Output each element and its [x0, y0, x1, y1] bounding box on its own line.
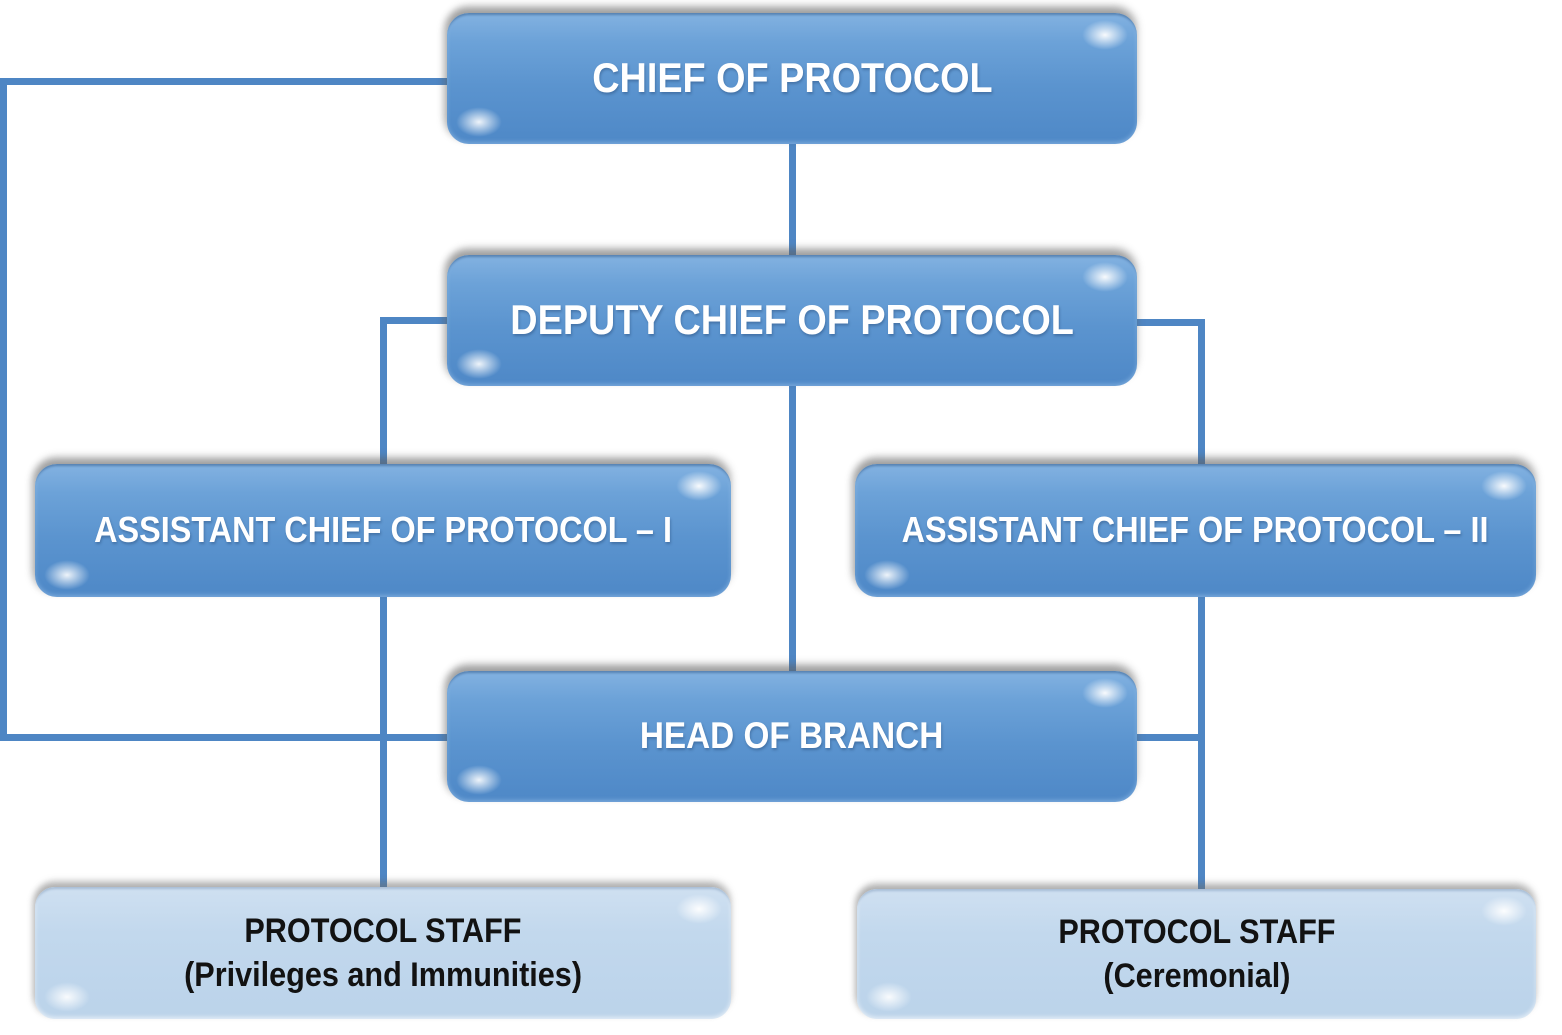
connector-assistant2-to-staff2 [1198, 596, 1205, 890]
node-assistant-2-label: ASSISTANT CHIEF OF PROTOCOL – II [902, 509, 1489, 551]
node-staff-2-title: PROTOCOL STAFF [1057, 912, 1336, 951]
node-chief-of-protocol: CHIEF OF PROTOCOL [447, 13, 1137, 144]
node-chief-label: CHIEF OF PROTOCOL [591, 54, 993, 102]
node-deputy-label: DEPUTY CHIEF OF PROTOCOL [510, 296, 1074, 344]
node-head-of-branch: HEAD OF BRANCH [447, 671, 1137, 802]
connector-deputy-to-head [789, 385, 796, 672]
connector-deputy-to-assistant1-v [380, 317, 387, 465]
node-staff-1-subtitle: (Privileges and Immunities) [184, 956, 582, 994]
node-protocol-staff-privileges: PROTOCOL STAFF (Privileges and Immunitie… [35, 887, 731, 1019]
node-assistant-chief-1: ASSISTANT CHIEF OF PROTOCOL – I [35, 464, 731, 597]
connector-head-to-staff2-line [1136, 734, 1203, 741]
connector-chief-to-deputy [789, 143, 796, 256]
connector-chief-loop-top [0, 78, 448, 85]
connector-deputy-to-assistant1-h [380, 317, 448, 324]
connector-chief-loop-vertical [0, 78, 7, 741]
node-staff-1-title: PROTOCOL STAFF [244, 911, 522, 950]
node-deputy-chief-of-protocol: DEPUTY CHIEF OF PROTOCOL [447, 255, 1137, 386]
connector-loop-to-head-of-branch [0, 734, 448, 741]
node-staff-2-subtitle: (Ceremonial) [1102, 957, 1291, 995]
node-head-label: HEAD OF BRANCH [640, 715, 944, 757]
connector-deputy-to-assistant2-h [1136, 319, 1203, 326]
node-assistant-1-label: ASSISTANT CHIEF OF PROTOCOL – I [94, 509, 672, 551]
node-protocol-staff-ceremonial: PROTOCOL STAFF (Ceremonial) [857, 889, 1536, 1019]
connector-deputy-to-assistant2-v [1198, 319, 1205, 465]
node-assistant-chief-2: ASSISTANT CHIEF OF PROTOCOL – II [855, 464, 1536, 597]
connector-assistant1-to-staff1 [380, 596, 387, 888]
